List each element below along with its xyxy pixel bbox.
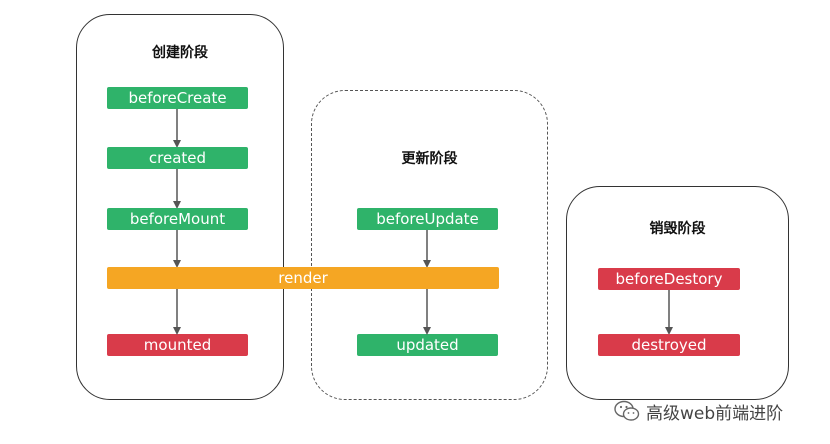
before-create-node: beforeCreate [107, 87, 248, 109]
destroy-phase-panel [566, 186, 789, 400]
watermark-text: 高级web前端进阶 [646, 403, 784, 424]
updated-node: updated [357, 334, 498, 356]
watermark: 高级web前端进阶 [614, 398, 783, 424]
wechat-icon [614, 400, 640, 421]
update-phase-title: 更新阶段 [401, 151, 458, 167]
create-phase-title: 创建阶段 [152, 45, 208, 61]
render-bar: render [107, 267, 499, 289]
created-node: created [107, 147, 248, 169]
before-update-node: beforeUpdate [357, 208, 498, 230]
destroy-phase-title: 销毁阶段 [649, 221, 706, 237]
mounted-node: mounted [107, 334, 248, 356]
destroyed-node: destroyed [598, 334, 740, 356]
before-destory-node: beforeDestory [598, 268, 740, 290]
before-mount-node: beforeMount [107, 208, 248, 230]
